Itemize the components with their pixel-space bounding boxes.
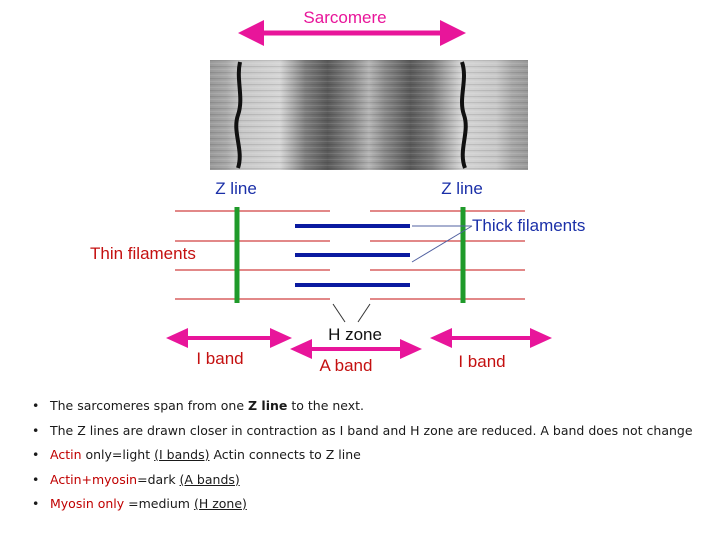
note-3-mid: only=light: [81, 447, 155, 462]
micrograph-z-line-left: [234, 61, 243, 169]
note-4-mid: =dark: [137, 471, 180, 487]
note-4-red: Actin+myosin: [50, 471, 138, 487]
z-lines: [234, 207, 466, 303]
note-5-mid: =medium: [124, 496, 194, 511]
note-3: Actin only=light (I bands) Actin connect…: [30, 445, 710, 470]
z-line-label-left: Z line: [215, 179, 257, 198]
sarcomere-title: Sarcomere: [303, 8, 386, 27]
note-2-text: The Z lines are drawn closer in contract…: [50, 422, 693, 438]
micrograph-z-line-right: [460, 61, 468, 169]
a-band-label: A band: [320, 356, 373, 375]
note-4-underlined: (A bands): [179, 471, 240, 487]
i-band-left-arrow: [166, 328, 292, 348]
i-band-right-label: I band: [458, 352, 505, 371]
note-1: The sarcomeres span from one Z line to t…: [30, 396, 710, 421]
thick-filaments-pointer: [411, 225, 473, 263]
note-4: Actin+myosin=dark (A bands): [30, 470, 710, 495]
i-band-left-label: I band: [196, 349, 243, 368]
h-zone-label: H zone: [328, 325, 382, 344]
note-3-red: Actin: [50, 447, 82, 462]
note-5-underlined: (H zone): [193, 496, 247, 511]
a-band-arrow: [290, 339, 422, 359]
notes-list: The sarcomeres span from one Z line to t…: [30, 396, 710, 519]
note-1-post: to the next.: [287, 398, 365, 413]
z-line-label-right: Z line: [441, 179, 483, 198]
note-1-bold: Z line: [248, 398, 288, 413]
thick-filaments-label: Thick filaments: [472, 216, 585, 235]
note-3-post: Actin connects to Z line: [209, 447, 361, 462]
thick-filaments: [295, 224, 410, 287]
sarcomere-arrow: [238, 20, 466, 46]
micrograph: [210, 60, 528, 170]
note-3-underlined: (I bands): [154, 447, 210, 462]
thin-filaments-label: Thin filaments: [90, 244, 196, 263]
h-zone-pointer: [332, 303, 371, 323]
thin-filaments: [175, 210, 525, 300]
i-band-right-arrow: [430, 328, 552, 348]
note-5-red: Myosin only: [50, 496, 125, 511]
note-5: Myosin only =medium (H zone): [30, 494, 710, 519]
note-2: The Z lines are drawn closer in contract…: [30, 421, 710, 446]
note-1-pre: The sarcomeres span from one: [50, 398, 248, 413]
